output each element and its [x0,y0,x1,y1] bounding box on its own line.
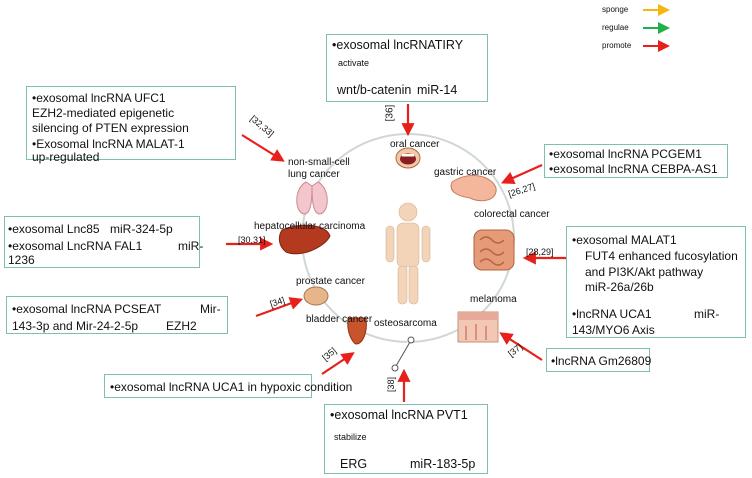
stabilize-label: stabilize [334,432,367,442]
ufc1-line2: EZH2-mediated epigenetic [32,106,175,120]
gastric-cancer-label: gastric cancer [434,167,497,178]
uca1-lncrna-line: •lncRNA UCA1 [572,307,652,321]
malat-1-line: •Exosomal lncRNA MALAT-1 [32,137,185,151]
mir26-line: miR-26a/26b [585,280,654,294]
lnc85-line: •exosomal Lnc85 [8,222,100,236]
mir143-3p-label: Mir- [200,302,221,316]
pi3k-line: and PI3K/Akt pathway [585,265,704,279]
activate-label: activate [338,58,370,68]
liver-illustration [278,224,331,255]
intestine-illustration [473,229,515,271]
osteosarcoma-label: osteosarcoma [374,318,437,329]
oral-cancer-box [326,34,488,102]
melanoma-promote-arrow [499,332,543,361]
bone-illustration [391,336,415,372]
nsclc-label-1: non-small-cell [288,157,350,168]
gm26809-line: •lncRNA Gm26809 [551,354,652,368]
gm26809-box [546,348,650,372]
uca1-hypoxic-box [104,374,312,398]
gastric-promote-arrow [500,163,543,184]
nsclc-label-2: lung cancer [288,169,340,180]
ref-hepato: [30,31] [238,235,266,245]
ufc1-line3: silencing of PTEN expression [32,121,189,135]
mir183-label: miR-183-5p [410,457,476,471]
pvt1-box [324,404,488,474]
mir14-label: miR-14 [417,83,458,97]
prostate-promote-arrow [255,297,304,318]
oral-box-title: •exosomal lncRNATIRY [332,38,464,52]
melanoma-label: melanoma [470,294,517,305]
bladder-cancer-label: bladder cancer [306,314,373,325]
myo6-line: 143/MYO6 Axis [572,323,655,337]
mir324-label: miR-324-5p [110,222,173,236]
upregulated-line: up-regulated [32,150,100,164]
prostate-illustration [303,286,329,306]
fut4-line: FUT4 enhanced fucosylation [585,249,738,263]
cebpa-line: •exosomal lncRNA CEBPA-AS1 [549,162,718,176]
legend-regulae-label: regulae [602,23,629,32]
hepatocellular-label: hepatocellular carcinoma [254,221,366,232]
pcgem1-box [544,144,728,178]
stomach-illustration [450,174,497,202]
mir24-line: 143-3p and Mir-24-2-5p [12,319,139,333]
skin-illustration [457,311,499,343]
malat1-box [566,226,746,338]
oral-cancer-label: oral cancer [390,139,440,150]
mir1236-label: miR- [178,239,204,253]
mir1236-label-cont: 1236 [8,253,35,267]
pcgem1-line: •exosomal lncRNA PCGEM1 [549,147,702,161]
ref-colorectal: [28,29] [526,247,554,257]
colorectal-cancer-label: colorectal cancer [474,209,550,220]
mouth-illustration [395,147,421,169]
ref-osteo: [38] [386,376,397,393]
ufc1-box [26,86,236,160]
legend-promote-label: promote [602,41,632,50]
prostate-cancer-label: prostate cancer [296,276,365,287]
uca1-hypoxic-line: •exosomal lncRNA UCA1 in hypoxic conditi… [110,380,353,394]
bladder-illustration [347,317,367,345]
mir143-label: miR- [694,307,720,321]
ufc1-line1: •exosomal lncRNA UFC1 [32,91,166,105]
nsclc-promote-arrow [241,134,285,162]
fal1-line: •exosomal LncRNA FAL1 [8,239,143,253]
pvt1-title: •exosomal lncRNA PVT1 [330,408,468,422]
pcseat-line: •exosomal lncRNA PCSEAT [12,302,162,316]
malat1-line: •exosomal MALAT1 [572,233,677,247]
ref-oral: [36] [384,104,396,122]
erg-label: ERG [340,457,368,471]
wnt-label: wnt/b-catenin [337,83,412,97]
lungs-illustration [296,181,328,215]
human-body-illustration [385,202,431,305]
ezh2-label: EZH2 [166,319,197,333]
lnc85-box [4,216,200,268]
bladder-promote-arrow [321,352,355,375]
legend-sponge-label: sponge [602,5,629,14]
pcseat-box [6,296,228,334]
